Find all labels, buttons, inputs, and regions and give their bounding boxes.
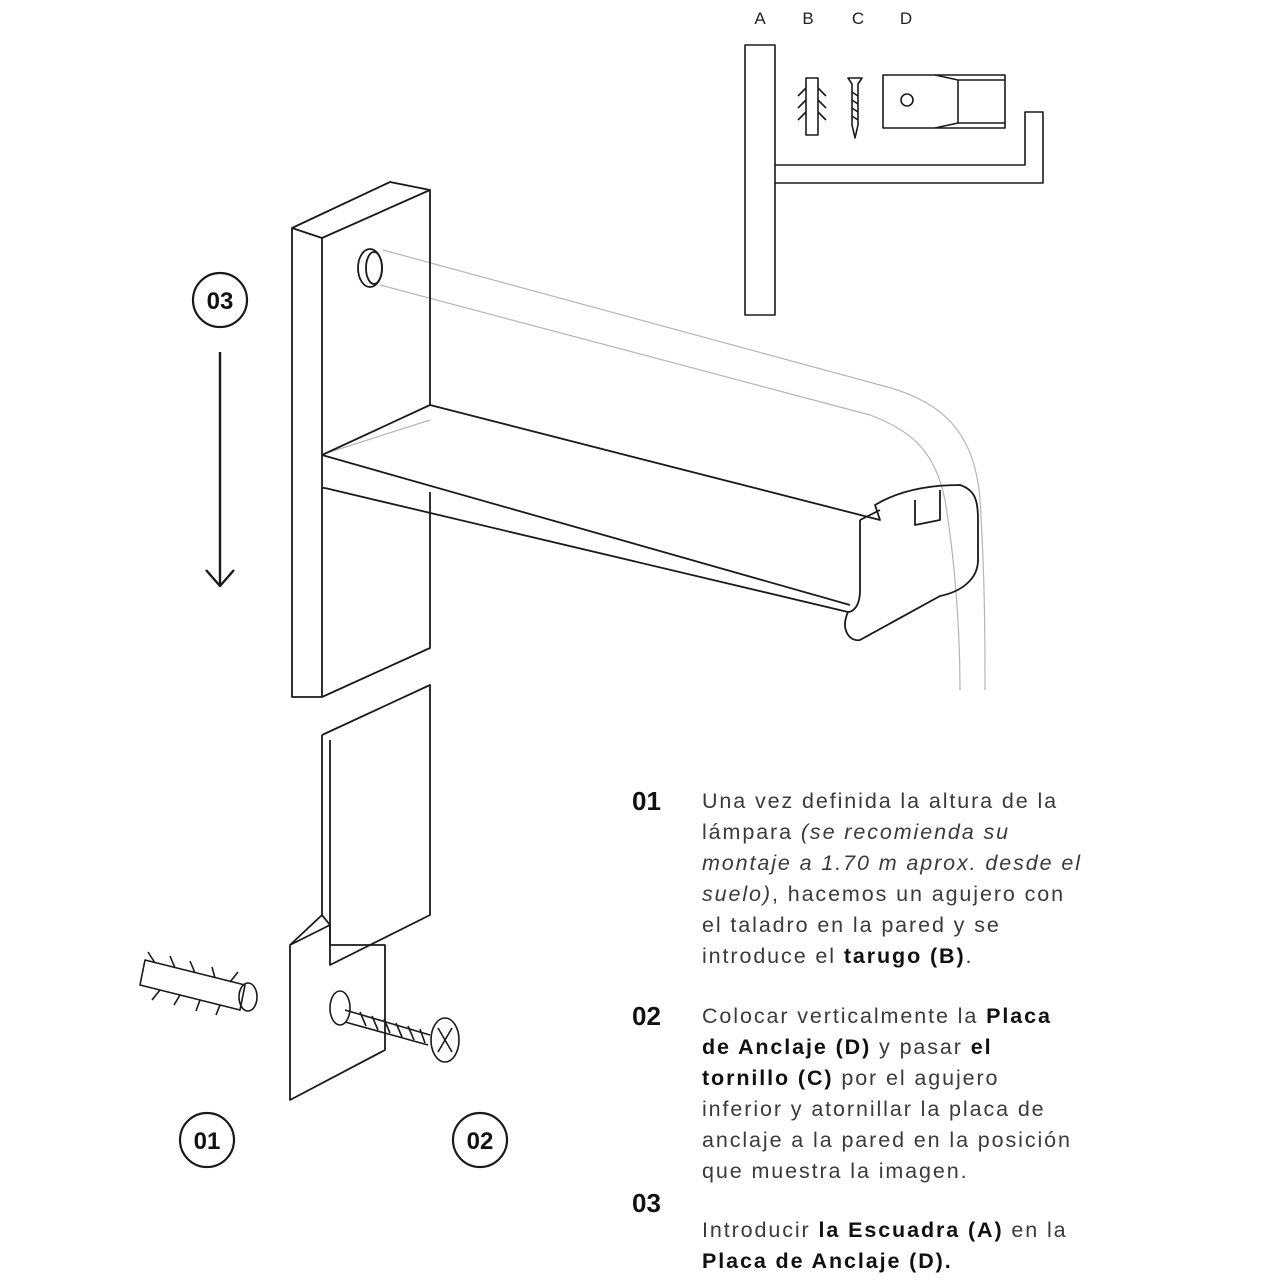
text-line: lámpara (se recomienda su	[702, 817, 1082, 848]
step-number: 02	[632, 1001, 661, 1031]
text: Colocar verticalmente la	[702, 1004, 987, 1028]
wall-plug-b-icon	[797, 77, 827, 136]
text-line: que muestra la imagen.	[702, 1156, 1072, 1187]
step-text: Una vez definida la altura de la lámpara …	[702, 786, 1082, 972]
step-marker-02: 02	[451, 1111, 509, 1169]
bracket-a-side-view	[744, 44, 1044, 316]
text: anclaje a la pared en la posición	[702, 1128, 1072, 1152]
parts-overview: A B C D	[744, 9, 1044, 316]
text-line: Placa de Anclaje (D).	[702, 1246, 1068, 1277]
bold-text: la Escuadra (A)	[818, 1218, 1004, 1242]
text-line: introduce el tarugo (B).	[702, 941, 1082, 972]
bold-text: el	[970, 1035, 993, 1059]
text: en la	[1003, 1218, 1068, 1242]
italic-text: suelo)	[702, 882, 772, 906]
bold-text: de Anclaje (D)	[702, 1035, 872, 1059]
text: .	[965, 944, 974, 968]
step-text: Introducir la Escuadra (A) en la Placa de…	[702, 1215, 1068, 1277]
italic-text: (se recomienda su	[800, 820, 1011, 844]
cable	[329, 249, 986, 691]
part-label-b: B	[802, 9, 813, 28]
anchor-plate-d-icon	[882, 74, 1006, 129]
part-label-a: A	[754, 9, 766, 28]
part-label-c: C	[852, 9, 864, 28]
text: lámpara	[702, 820, 801, 844]
step-marker-02-label: 02	[467, 1128, 494, 1155]
text-line: anclaje a la pared en la posición	[702, 1125, 1072, 1156]
text: inferior y atornillar la placa de	[702, 1097, 1046, 1121]
bold-text: Placa	[986, 1004, 1052, 1028]
text-line: inferior y atornillar la placa de	[702, 1094, 1072, 1125]
text-line: suelo), hacemos un agujero con	[702, 879, 1082, 910]
step-marker-01: 01	[178, 1111, 236, 1169]
part-label-d: D	[900, 9, 912, 28]
text-line: Una vez definida la altura de la	[702, 786, 1082, 817]
bold-text: tornillo (C)	[702, 1066, 834, 1090]
text-line: tornillo (C) por el agujero	[702, 1063, 1072, 1094]
text-line: montaje a 1.70 m aprox. desde el	[702, 848, 1082, 879]
text: introduce el	[702, 944, 844, 968]
bold-text: Placa de Anclaje (D).	[702, 1249, 953, 1273]
text: el taladro en la pared y se	[702, 913, 1001, 937]
wall-plug-b	[139, 951, 258, 1016]
text: y pasar	[871, 1035, 971, 1059]
step-marker-03: 03	[191, 271, 249, 329]
text: , hacemos un agujero con	[771, 882, 1065, 906]
step-number: 03	[632, 1188, 661, 1218]
step-marker-03-label: 03	[207, 288, 234, 315]
bracket-escuadra-a	[291, 181, 979, 698]
screw-c-icon	[847, 77, 863, 139]
text: por el agujero	[833, 1066, 1000, 1090]
anchor-plate-d	[289, 684, 431, 1101]
text-line: Colocar verticalmente la Placa	[702, 1001, 1072, 1032]
bold-text: tarugo (B)	[843, 944, 966, 968]
italic-text: montaje a 1.70 m aprox. desde el	[702, 851, 1082, 875]
arrow-down-icon	[205, 352, 235, 588]
screw-c	[329, 990, 460, 1063]
text: Introducir	[702, 1218, 819, 1242]
text: Una vez definida la altura de la	[702, 789, 1059, 813]
step-marker-01-label: 01	[194, 1128, 221, 1155]
text-line: el taladro en la pared y se	[702, 910, 1082, 941]
step-number: 01	[632, 786, 661, 816]
text-line: Introducir la Escuadra (A) en la	[702, 1215, 1068, 1246]
text: que muestra la imagen.	[702, 1159, 969, 1183]
text-line: de Anclaje (D) y pasar el	[702, 1032, 1072, 1063]
